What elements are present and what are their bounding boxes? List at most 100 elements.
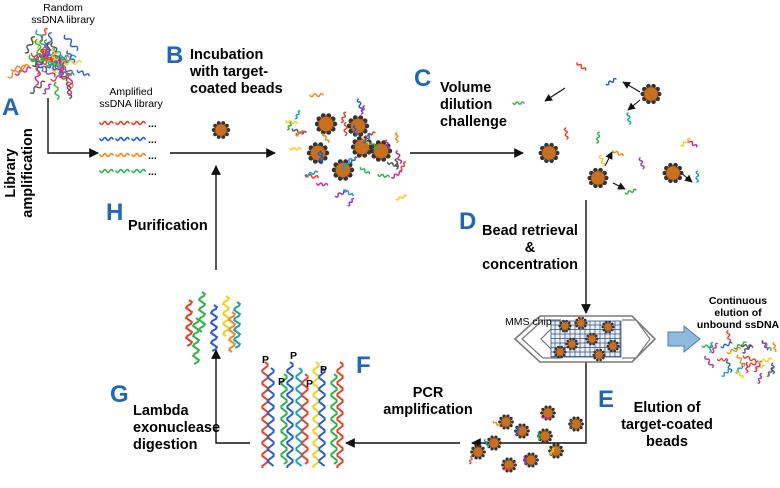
pcr-dna-strand [318, 367, 326, 467]
eluted-bead [498, 414, 514, 430]
unbound-ssdna [754, 364, 766, 370]
amplified-library-strand [131, 168, 146, 174]
phosphate-marker: P [320, 364, 328, 376]
pcr-dna-strand [261, 361, 269, 468]
pcr-dna-strand [295, 367, 303, 467]
ssdna-strand [386, 161, 400, 167]
random-library-strand [66, 50, 76, 63]
volume-dilution-label: Volume dilution challenge [440, 80, 507, 130]
ssdna-strand [395, 150, 403, 164]
ssdna-strand [341, 158, 353, 170]
ssdna-strand [492, 420, 501, 427]
elution-flow-arrow [667, 324, 701, 354]
eluted-bead [501, 457, 517, 473]
target-coated-bead [587, 167, 609, 189]
amplified-library-strand [99, 168, 114, 174]
step-letter-f: F [356, 352, 371, 379]
amplified-library-strand [115, 120, 130, 126]
amplified-library-strand [131, 136, 146, 142]
random-library-strand [76, 69, 90, 77]
step-letter-g: G [110, 381, 129, 408]
purified-ssdna [191, 317, 201, 365]
eluted-bead [470, 444, 486, 460]
purification-label: Purification [128, 218, 208, 234]
target-coated-bead [662, 162, 684, 184]
random-library-strand [58, 71, 75, 77]
random-library-strand [14, 66, 32, 76]
ssdna-strand [295, 130, 305, 137]
pcr-dna-strand [301, 373, 309, 465]
captured-bead [565, 337, 579, 351]
unbound-ssdna [757, 372, 763, 384]
amplified-library-note: Amplified ssDNA library [99, 86, 163, 110]
unbound-ssdna [746, 360, 760, 368]
purified-ssdna [221, 295, 231, 337]
ssdna-strand [638, 157, 645, 170]
random-library-strand [29, 57, 48, 63]
ssdna-strand [483, 438, 490, 448]
mms-chip-label: MMS chip [505, 316, 552, 328]
unbound-ssdna [721, 368, 732, 377]
captured-bead [601, 320, 615, 334]
unbound-ssdna [716, 357, 729, 362]
eluted-bead [568, 416, 584, 432]
random-library-strand [7, 64, 27, 79]
ssdna-strand [512, 101, 525, 106]
amplified-library-strand [99, 136, 114, 142]
ssdna-strand [569, 419, 573, 429]
random-library-strand [45, 32, 53, 53]
ssdna-strand [343, 189, 354, 197]
random-library-strand [63, 34, 79, 51]
ssdna-strand [576, 62, 587, 71]
unbound-ssdna [745, 362, 749, 374]
unbound-ssdna [772, 341, 777, 353]
ssdna-strand [469, 455, 473, 465]
ssdna-strand [687, 139, 698, 148]
pcr-dna-strand [280, 373, 288, 465]
ssdna-strand [334, 189, 348, 198]
pcr-dna-strand [312, 361, 320, 468]
unbound-ssdna [725, 359, 733, 373]
pcr-dna-strand [267, 367, 275, 467]
captured-bead [592, 348, 606, 362]
unbound-ssdna [740, 344, 754, 349]
amplified-library-strand [115, 152, 130, 158]
ssdna-strand [563, 127, 569, 140]
flow-arrow-chip-to-elution [471, 358, 587, 448]
phosphate-marker: P [262, 354, 270, 366]
random-library-strand [34, 38, 44, 61]
captured-bead [574, 316, 588, 330]
ssdna-strand [305, 170, 319, 177]
random-library-strand [53, 81, 60, 100]
lambda-exonuclease-label: Lambda exonuclease digestion [133, 403, 221, 453]
ssdna-strand [399, 161, 407, 172]
ssdna-strand [626, 112, 632, 125]
captured-bead [553, 345, 567, 359]
ssdna-strand [286, 121, 293, 131]
step-letter-a: A [2, 94, 20, 121]
ssdna-strand [537, 431, 541, 441]
captured-bead [585, 332, 599, 346]
bead-retrieval-label: Bead retrieval & concentration [482, 223, 578, 273]
purified-ssdna [184, 299, 194, 347]
ssdna-strand [317, 151, 324, 165]
pcr-label: PCR amplification [383, 385, 473, 418]
step-letter-h: H [106, 199, 124, 226]
incubation-bead [211, 121, 231, 139]
amplified-library-strand [131, 152, 146, 158]
random-library-strand [29, 80, 46, 94]
ssdna-strand [549, 447, 555, 456]
random-library-strand [42, 83, 52, 95]
incubation-label: Incubation with target- coated beads [190, 47, 283, 97]
ssdna-strand [289, 146, 302, 151]
ssdna-strand [294, 110, 301, 120]
random-library-strand [63, 59, 82, 66]
amplified-library-strand [99, 152, 114, 158]
ssdna-strand [680, 137, 691, 147]
target-coated-bead [640, 83, 662, 105]
phosphate-marker: P [290, 350, 298, 362]
eluted-bead [540, 405, 556, 421]
purified-ssdna [232, 301, 242, 349]
ssdna-strand [315, 182, 329, 187]
